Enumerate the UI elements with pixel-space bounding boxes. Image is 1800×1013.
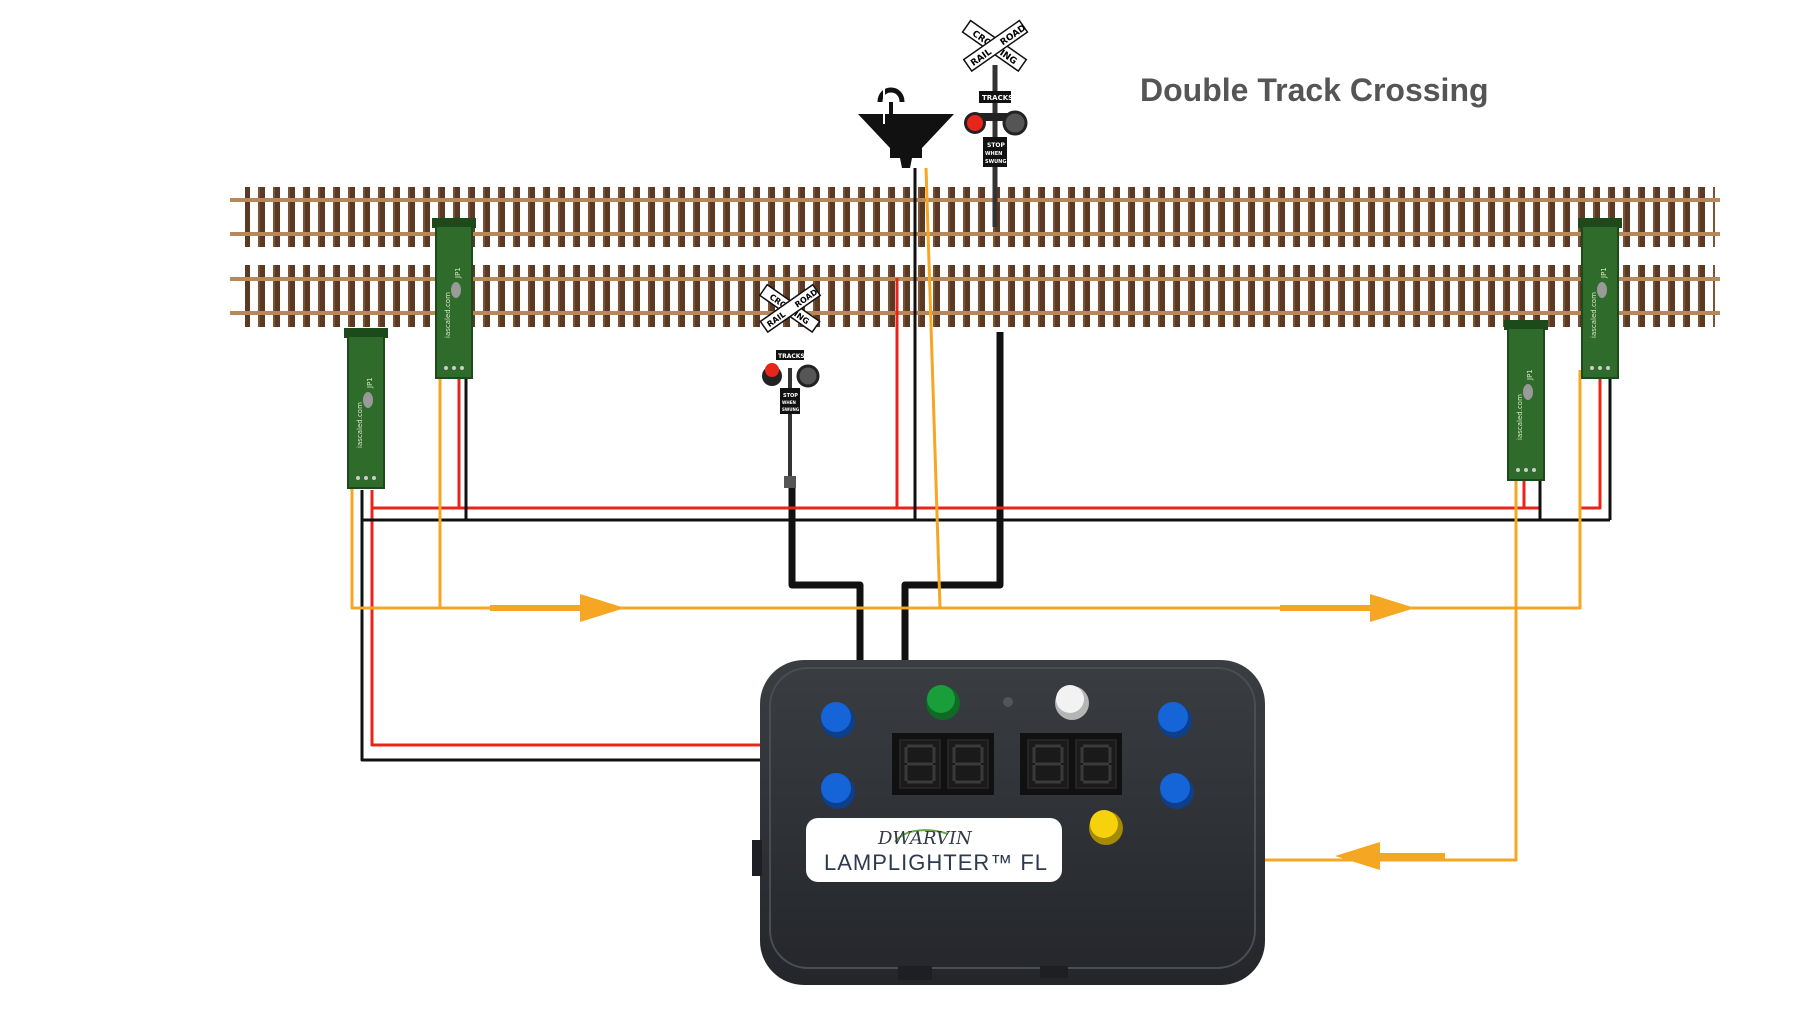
svg-text:iascaled.com: iascaled.com (356, 402, 364, 448)
svg-text:JP1: JP1 (1526, 369, 1534, 381)
brand-name: DWARVIN (877, 828, 973, 849)
crossing-signal-lower: CROSSING RAIL ROAD TRACKS STOP WHEN SWUN… (758, 283, 822, 488)
crossing-bell-icon (858, 87, 954, 168)
svg-text:WHEN: WHEN (985, 151, 1002, 157)
svg-text:iascaled.com: iascaled.com (1590, 292, 1598, 338)
sensor-board-left-lower: iascaled.com JP1 (344, 328, 388, 489)
product-name: LAMPLIGHTER™ FL (824, 850, 1048, 875)
seven-segment-display-right (1020, 733, 1122, 795)
positive-wire-left (370, 490, 765, 747)
signal-lamp-left-lit (967, 115, 983, 131)
wiring (350, 167, 1612, 870)
svg-text:SWUNG: SWUNG (782, 407, 799, 412)
sensor-board-right-lower: iascaled.com JP1 (1504, 320, 1548, 481)
arrow-left-icon (1335, 842, 1380, 870)
diagram-title: Double Track Crossing (1140, 72, 1489, 108)
arrow-right-icon (580, 594, 625, 622)
svg-text:TRACKS: TRACKS (982, 94, 1013, 102)
svg-text:iascaled.com: iascaled.com (444, 292, 452, 338)
feedback-bus (350, 370, 1582, 610)
svg-text:JP1: JP1 (366, 377, 374, 389)
sensor-board-right-upper: iascaled.com JP1 (1578, 218, 1622, 379)
svg-text:JP1: JP1 (1600, 267, 1608, 279)
seven-segment-display-left (892, 733, 994, 795)
svg-text:iascaled.com: iascaled.com (1516, 394, 1524, 440)
status-led (1003, 697, 1013, 707)
upper-track (230, 187, 1720, 247)
crossing-signal-lead (788, 485, 864, 678)
svg-text:STOP: STOP (987, 142, 1006, 149)
product-label (806, 818, 1062, 882)
feedback-return (1260, 480, 1518, 862)
signal-lamp-left-lit (765, 363, 779, 377)
lamplighter-controller: DWARVIN LAMPLIGHTER™ FL (752, 660, 1265, 985)
svg-text:WHEN: WHEN (782, 400, 796, 405)
svg-text:JP1: JP1 (454, 267, 462, 279)
lower-track (230, 265, 1720, 327)
ground-wire-left (360, 490, 765, 762)
arrow-right-icon (1370, 594, 1415, 622)
svg-text:STOP: STOP (783, 393, 798, 399)
svg-text:SWUNG: SWUNG (985, 159, 1006, 165)
svg-text:TRACKS: TRACKS (778, 353, 805, 360)
sensor-board-left-upper: iascaled.com JP1 (432, 218, 476, 379)
upper-signal-lead (901, 332, 1004, 678)
